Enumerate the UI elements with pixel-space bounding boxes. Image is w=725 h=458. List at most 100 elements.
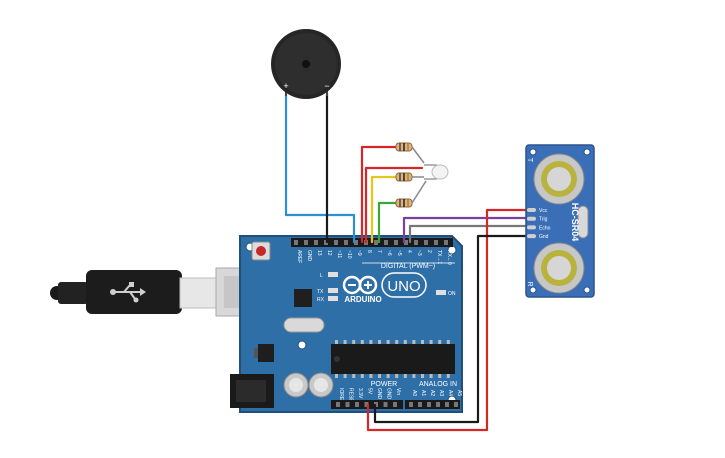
header-pin-5[interactable] [394,240,398,245]
arduino-brand: ARDUINO [344,295,381,304]
sensor-pin-vcc[interactable] [527,208,536,212]
arduino-model: UNO [387,278,420,295]
analog-pin-label: A0 [411,390,417,396]
header-pin-label: 4 [406,250,412,253]
analog-pin-label: A1 [420,390,426,396]
chip-leg [412,340,416,344]
power-pin-5v[interactable] [364,402,369,407]
chip-leg [438,340,442,344]
header-pin-label: 12 [326,250,332,256]
resistor-3[interactable] [395,180,427,208]
analog-pin-a2[interactable] [427,402,431,407]
chip-leg [429,340,433,344]
header-pin-label: 7 [376,250,382,253]
wire-red-vcc[interactable] [366,208,529,432]
sensor-pin-label: Trig [539,217,548,223]
header-pin-7[interactable] [374,240,378,245]
chip-leg [412,374,416,378]
analog-pin-a3[interactable] [436,402,440,407]
rgb-led[interactable] [424,164,449,180]
sensor-t-mark: T [526,158,533,163]
resistor-2[interactable] [395,172,424,182]
chip-leg [395,374,399,378]
resistor-1[interactable] [395,142,425,164]
atmega-chip [331,344,455,374]
analog-label: ANALOG IN [419,381,457,388]
chip-leg [335,374,338,378]
wire-red-pin10[interactable] [364,166,424,244]
power-pin-label: GND [386,388,392,400]
chip-leg [395,340,399,344]
led-on [436,290,446,295]
power-pin-gnd[interactable] [383,402,388,407]
chip-leg [446,374,450,378]
header-pin-13[interactable] [314,240,318,245]
header-pin-label: GND [306,250,312,262]
power-pin-reset[interactable] [345,402,350,407]
header-pin-label: ~11 [336,250,342,258]
analog-pin-a1[interactable] [418,402,422,407]
power-pin-vin[interactable] [393,402,397,407]
power-pin-label: 3.3V [357,388,363,399]
header-pin-tx-1[interactable] [434,240,438,245]
analog-pin-label: A2 [429,390,435,396]
chip-leg [446,340,450,344]
header-pin-label: TX→1 [436,250,442,264]
voltage-regulator [258,344,274,362]
power-pin-label: GND [376,388,382,400]
header-pin-aref[interactable] [294,240,298,245]
analog-pin-a5[interactable] [454,402,458,407]
header-pin-9[interactable] [354,240,358,245]
wire-buzzer-plus[interactable] [284,92,356,244]
buzzer-plus-label: + [283,81,288,91]
led-tx-label: TX [317,289,324,295]
power-pin-gnd[interactable] [374,402,378,407]
usb-chip [294,289,312,307]
header-pin-label: AREF [296,250,302,263]
header-pin-11[interactable] [334,240,338,245]
wire-black-gnd[interactable] [373,234,529,424]
led-rx-label: RX [317,297,325,303]
power-label: POWER [371,381,397,388]
chip-leg [403,374,407,378]
header-pin-3[interactable] [414,240,418,245]
wire-green[interactable] [377,201,400,244]
header-pin-4[interactable] [404,240,408,245]
led-rx [328,296,338,301]
header-pin-10[interactable] [344,240,348,245]
power-pin-ioref[interactable] [336,402,340,407]
sensor-pin-echo[interactable] [527,225,536,230]
header-pin-label: ~9 [356,250,362,256]
chip-leg [386,340,390,344]
header-pin-2[interactable] [424,240,428,245]
header-pin-label: ~5 [396,250,402,256]
power-pin-label: RESET [348,388,354,405]
chip-leg [378,374,381,378]
analog-pin-a4[interactable] [445,402,449,407]
header-pin-rx-0[interactable] [444,240,448,245]
header-pin-12[interactable] [324,240,328,245]
analog-pin-a0[interactable] [409,402,413,407]
power-pin-label: IOREF [338,388,344,403]
sensor-pin-gnd[interactable] [527,234,536,239]
piezo-buzzer[interactable]: + − [271,29,341,99]
header-pin-6[interactable] [384,240,388,245]
led-on-label: ON [448,291,456,297]
chip-leg [360,340,364,344]
header-pin-gnd[interactable] [304,240,308,245]
wire-yellow[interactable] [370,175,400,244]
sensor-pin-trig[interactable] [527,216,536,221]
usb-icon [110,282,146,303]
digital-label: DIGITAL (PWM~) [381,263,435,270]
header-pin-label: 2 [426,250,432,253]
header-pin-label: 8 [366,250,372,253]
power-pin-3-3v[interactable] [355,402,359,407]
wires [284,92,529,432]
chip-leg [335,340,338,344]
header-pin-label: ~6 [386,250,392,256]
led-l [328,272,338,277]
sensor-model: HC-SR04 [570,203,580,242]
wire-red-led-top[interactable] [360,145,400,244]
